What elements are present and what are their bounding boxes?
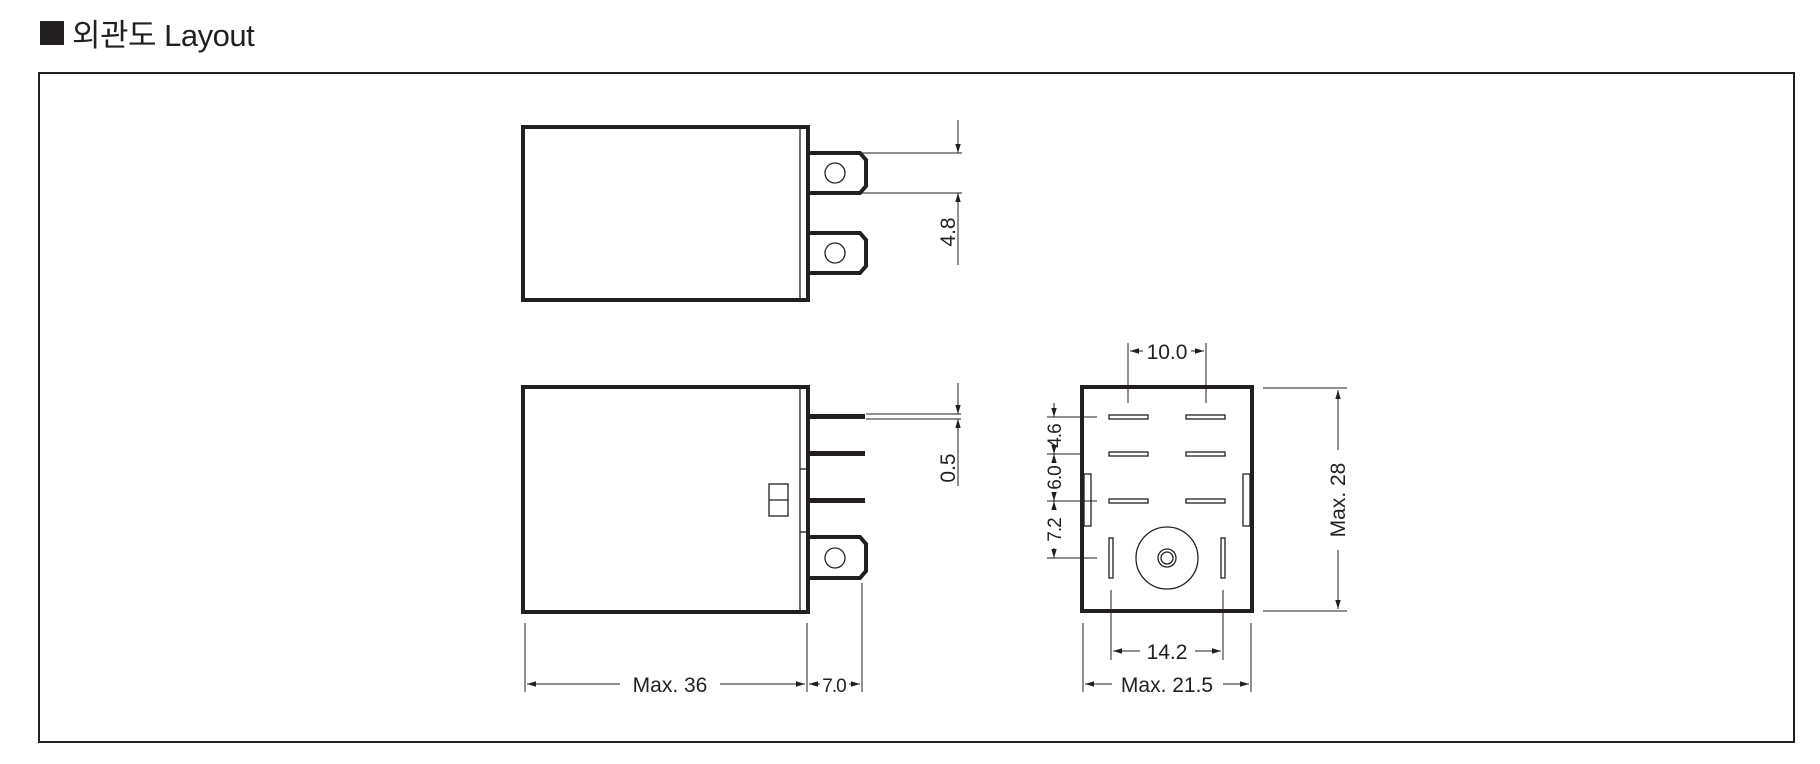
section-title: 외관도 Layout: [40, 10, 255, 55]
pin: [808, 414, 865, 419]
tab-hole: [824, 162, 846, 184]
dim-row3-label: 7.2: [1045, 518, 1066, 542]
dim-row2-label: 6.0: [1045, 466, 1066, 490]
front-view: 0.5 Max. 36 7.0: [521, 383, 961, 697]
top-view: 4.8: [521, 120, 962, 302]
dim-pin-label: 0.5: [937, 453, 960, 482]
dim-pitch-label: 4.8: [937, 217, 960, 246]
relay-body: [521, 385, 810, 614]
tab-hole: [824, 242, 846, 264]
pin: [808, 498, 865, 503]
relay-body: [521, 125, 810, 302]
dim-row1-label: 4.6: [1045, 424, 1066, 448]
dim-height-label: Max. 28: [1327, 463, 1350, 538]
pin: [808, 451, 865, 456]
center-boss: [1135, 526, 1199, 590]
drawing-frame: [38, 72, 1795, 743]
dim-length-label: Max. 36: [633, 674, 708, 697]
dim-terminal-label: 7.0: [822, 676, 846, 697]
dim-width-label: Max. 21.5: [1121, 674, 1213, 697]
square-bullet-icon: [40, 20, 64, 45]
bottom-view: 10.0 4.6 6.0 7.2 Max. 28 14.2 Max. 21.5: [1045, 341, 1350, 697]
title-text: 외관도 Layout: [72, 18, 255, 53]
terminal-tab: [808, 151, 868, 195]
terminal-tab: [808, 535, 868, 580]
relay-base: [1080, 385, 1254, 613]
dim-inner-label: 14.2: [1147, 641, 1188, 664]
terminal-tab: [808, 231, 868, 275]
dim-top-label: 10.0: [1147, 341, 1188, 364]
tab-hole: [824, 547, 846, 569]
